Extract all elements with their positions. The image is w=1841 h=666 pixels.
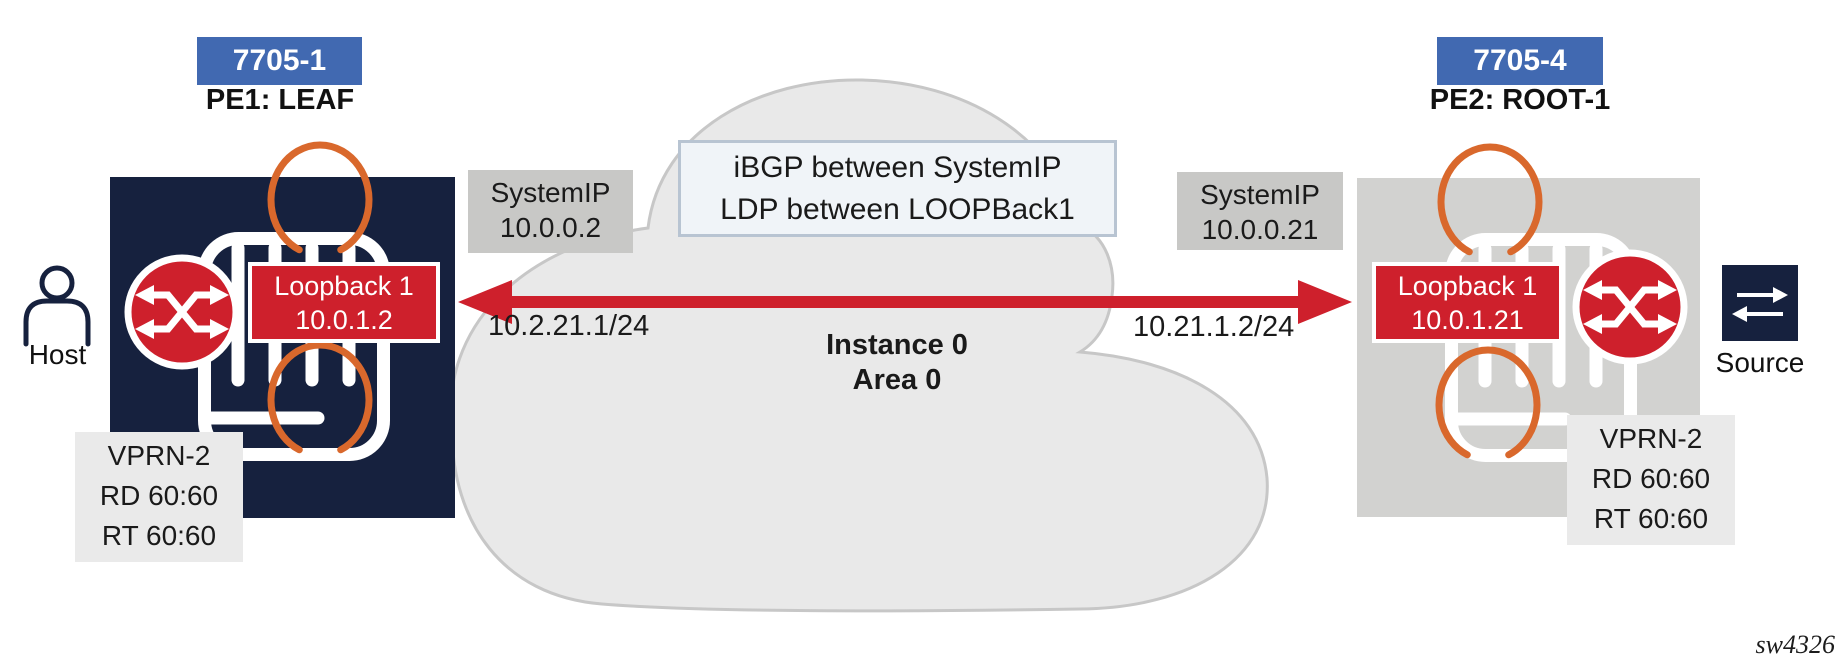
systemip-label-pe1: SystemIP 10.0.0.2: [468, 170, 633, 253]
loopback-label-pe2: Loopback 1 10.0.1.21: [1372, 262, 1563, 343]
loopback-ip: 10.0.1.2: [295, 305, 393, 335]
role-label-pe1: PE1: LEAF: [205, 84, 355, 116]
vprn-name: VPRN-2: [1599, 423, 1703, 454]
loopback-ip: 10.0.1.21: [1411, 305, 1524, 335]
vprn-rd: RD 60:60: [1591, 463, 1711, 494]
loopback-name: Loopback 1: [274, 271, 414, 301]
vprn-rt: RT 60:60: [101, 520, 217, 551]
link-arrow: [458, 280, 1352, 324]
systemip-title: SystemIP: [490, 177, 611, 208]
vprn-label-pe1: VPRN-2 RD 60:60 RT 60:60: [75, 432, 243, 562]
figure-id: sw4326: [1755, 630, 1835, 659]
interface-ip-right: 10.21.1.2/24: [1133, 311, 1295, 343]
source-label: Source: [1715, 347, 1805, 378]
host-icon: [23, 265, 91, 347]
note-line-ldp: LDP between LOOPBack1: [720, 193, 1075, 226]
role-label-pe2: PE2: ROOT-1: [1429, 84, 1611, 116]
vprn-name: VPRN-2: [107, 440, 211, 471]
area-label: Area 0: [852, 364, 942, 396]
instance-label: Instance 0: [826, 329, 968, 361]
router-icon: [1576, 253, 1684, 361]
systemip-ip: 10.0.0.2: [499, 212, 602, 243]
router-icon: [128, 258, 236, 366]
systemip-ip: 10.0.0.21: [1201, 214, 1319, 245]
note-line-ibgp: iBGP between SystemIP: [733, 151, 1062, 184]
transfer-icon: [1722, 265, 1798, 341]
device-label-pe1: 7705-1: [197, 37, 362, 85]
loopback-label-pe1: Loopback 1 10.0.1.2: [248, 262, 440, 343]
interface-ip-left: 10.2.21.1/24: [488, 310, 650, 342]
systemip-label-pe2: SystemIP 10.0.0.21: [1177, 172, 1343, 250]
vprn-rd: RD 60:60: [99, 480, 219, 511]
host-label: Host: [28, 339, 87, 370]
device-label-pe2: 7705-4: [1437, 37, 1603, 85]
vprn-label-pe2: VPRN-2 RD 60:60 RT 60:60: [1567, 415, 1735, 545]
loopback-name: Loopback 1: [1397, 271, 1538, 301]
cloud-label: Instance 0 Area 0: [747, 328, 1047, 398]
systemip-title: SystemIP: [1200, 179, 1320, 210]
protocol-note: iBGP between SystemIP LDP between LOOPBa…: [678, 140, 1117, 237]
vprn-rt: RT 60:60: [1593, 503, 1709, 534]
